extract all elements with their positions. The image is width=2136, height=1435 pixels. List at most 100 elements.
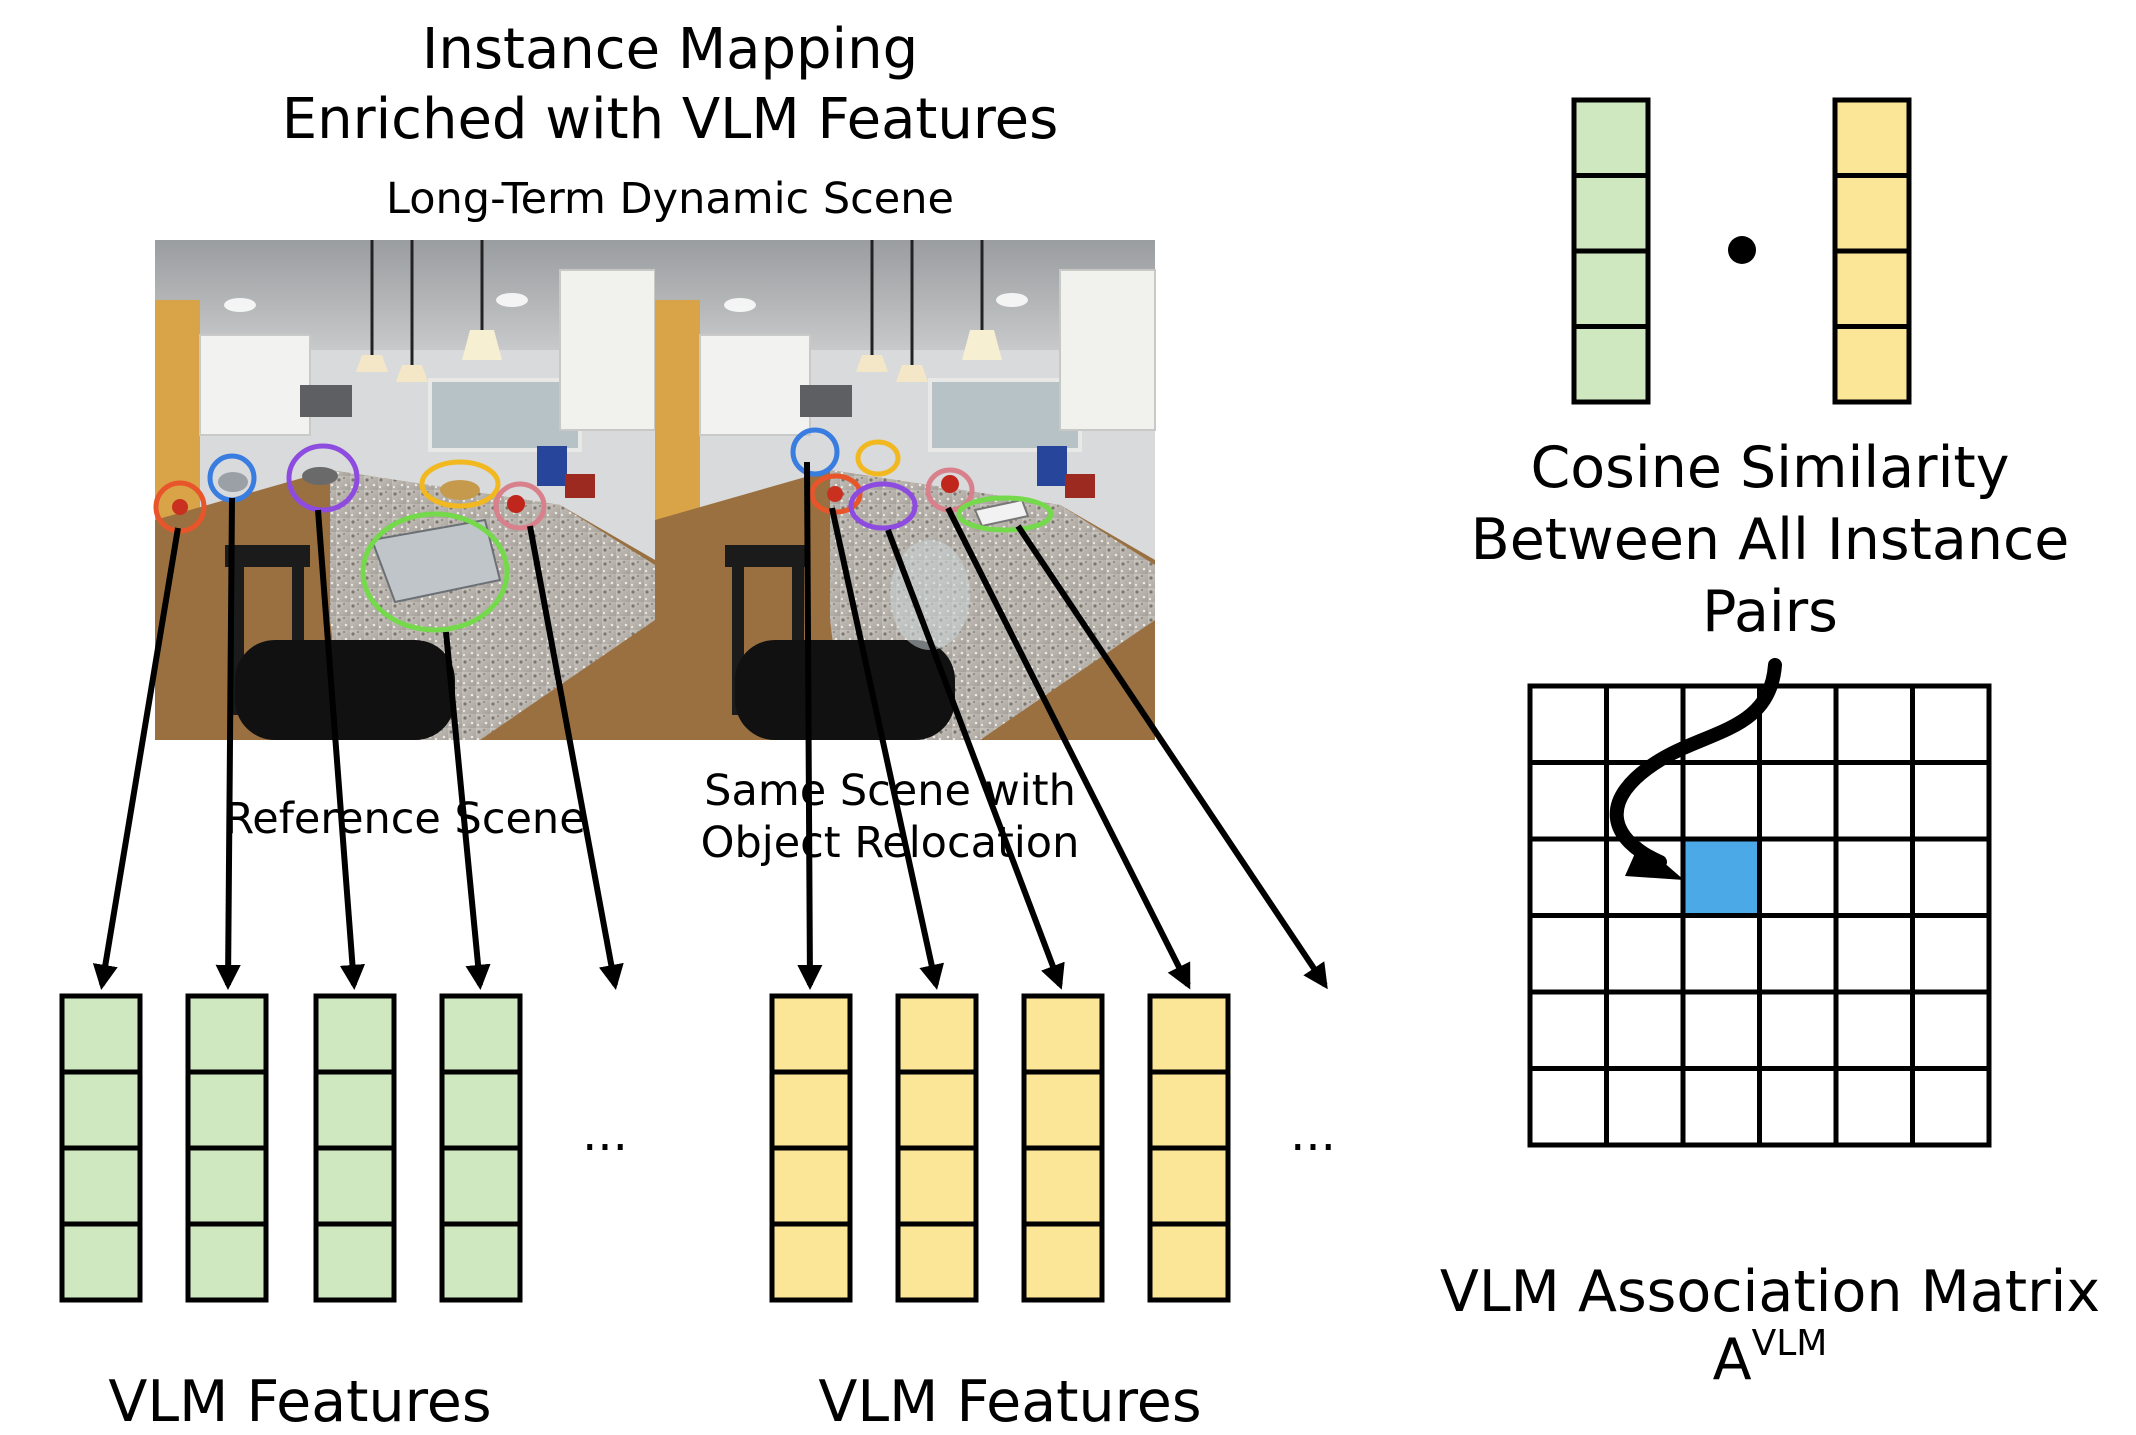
vector-cell: [1832, 248, 1912, 329]
relocated-feature-vector-2: [895, 993, 979, 1303]
relocated-feature-vector-3: [1021, 993, 1105, 1303]
vector-cell: [59, 1145, 143, 1227]
matrix-cell: [1910, 1066, 1992, 1148]
instance-marker: [419, 459, 501, 509]
matrix-cell: [1680, 760, 1762, 842]
vector-cell: [895, 1069, 979, 1151]
association-arrow: [945, 506, 1191, 990]
association-arrow: [215, 497, 241, 991]
matrix-symbol: AVLM: [1620, 1326, 1920, 1389]
matrix-cell: [1910, 683, 1992, 765]
vector-cell: [313, 1221, 397, 1303]
matrix-cell: [1910, 836, 1992, 918]
vector-cell: [59, 1069, 143, 1151]
relocated-feature-vector-4: [1147, 993, 1231, 1303]
instance-marker: [956, 495, 1054, 533]
association-arrow: [885, 528, 1065, 990]
matrix-cell: [1527, 913, 1609, 995]
matrix-cell: [1527, 836, 1609, 918]
matrix-cell: [1833, 683, 1915, 765]
vector-cell: [895, 993, 979, 1075]
feature-vectors: [59, 97, 1912, 1303]
dot-product-symbol: [1728, 236, 1756, 264]
vector-cell: [59, 993, 143, 1075]
vector-cell: [1147, 993, 1231, 1075]
vector-cell: [185, 1069, 269, 1151]
vector-cell: [439, 1069, 523, 1151]
vector-cell: [1021, 1069, 1105, 1151]
instance-marker: [790, 427, 840, 477]
relocation-caption-line-2: Object Relocation: [700, 818, 1080, 868]
vector-cell: [439, 1145, 523, 1227]
association-matrix: [1527, 683, 1992, 1148]
association-arrow: [829, 507, 945, 990]
reference-feature-vector-3: [313, 993, 397, 1303]
association-arrow: [92, 527, 181, 990]
instance-marker: [848, 481, 918, 531]
vector-cell: [185, 1145, 269, 1227]
vector-cell: [185, 993, 269, 1075]
instance-marker: [493, 481, 547, 531]
matrix-cell: [1833, 836, 1915, 918]
ellipsis-reference: ...: [582, 1106, 628, 1162]
instance-marker: [809, 473, 863, 515]
vector-cell: [1832, 173, 1912, 254]
vector-cell: [1832, 97, 1912, 178]
matrix-cell: [1910, 913, 1992, 995]
association-arrow: [527, 525, 624, 990]
matrix-cell: [1527, 683, 1609, 765]
association-arrow: [443, 631, 491, 991]
matrix-cell: [1604, 913, 1686, 995]
matrix-cell: [1910, 760, 1992, 842]
cosine-label-line-1: Cosine Similarity: [1530, 435, 2010, 501]
association-arrow: [1015, 524, 1328, 990]
matrix-symbol-superscript: VLM: [1751, 1323, 1828, 1364]
cosine-label-line-3: Pairs: [1702, 579, 1838, 645]
features-label-reference: VLM Features: [108, 1369, 492, 1435]
query-vector-relocated: [1832, 97, 1912, 405]
matrix-cell: [1680, 1066, 1762, 1148]
matrix-cell: [1833, 989, 1915, 1071]
matrix-cell: [1757, 760, 1839, 842]
reference-feature-vector-4: [439, 993, 523, 1303]
query-vector-reference: [1571, 97, 1651, 405]
matrix-symbol-base: A: [1712, 1327, 1752, 1393]
vector-cell: [313, 1069, 397, 1151]
instance-marker: [360, 511, 510, 633]
vector-cell: [1021, 1145, 1105, 1227]
cosine-label-line-2: Between All Instance: [1470, 507, 2070, 573]
vector-cell: [769, 1145, 853, 1227]
vector-cell: [439, 993, 523, 1075]
curved-arrow: [1609, 658, 1782, 869]
ellipsis-relocated: ...: [1290, 1106, 1336, 1162]
relocation-caption-line-1: Same Scene with: [704, 766, 1076, 816]
association-arrow: [797, 461, 823, 991]
vector-cell: [769, 1069, 853, 1151]
association-arrows: [92, 461, 1328, 991]
relocated-feature-vector-1: [769, 993, 853, 1303]
vector-cell: [895, 1145, 979, 1227]
vector-cell: [769, 1221, 853, 1303]
matrix-cell: [1757, 1066, 1839, 1148]
matrix-cell-highlighted: [1680, 836, 1762, 918]
vector-cell: [1571, 248, 1651, 329]
matrix-cell: [1757, 913, 1839, 995]
vector-cell: [1021, 993, 1105, 1075]
vector-cell: [59, 1221, 143, 1303]
matrix-label: VLM Association Matrix: [1439, 1259, 2101, 1325]
vector-cell: [313, 993, 397, 1075]
matrix-cell: [1604, 683, 1686, 765]
curved-arrow-head: [1625, 842, 1684, 880]
features-label-relocated: VLM Features: [818, 1369, 1202, 1435]
vector-cell: [1571, 173, 1651, 254]
vector-cell: [769, 993, 853, 1075]
vector-cell: [895, 1221, 979, 1303]
instance-markers: [153, 427, 1054, 633]
vector-cell: [313, 1145, 397, 1227]
matrix-cell: [1527, 989, 1609, 1071]
vector-cell: [1571, 324, 1651, 405]
reference-feature-vector-1: [59, 993, 143, 1303]
matrix-cell: [1833, 760, 1915, 842]
vector-cell: [1021, 1221, 1105, 1303]
